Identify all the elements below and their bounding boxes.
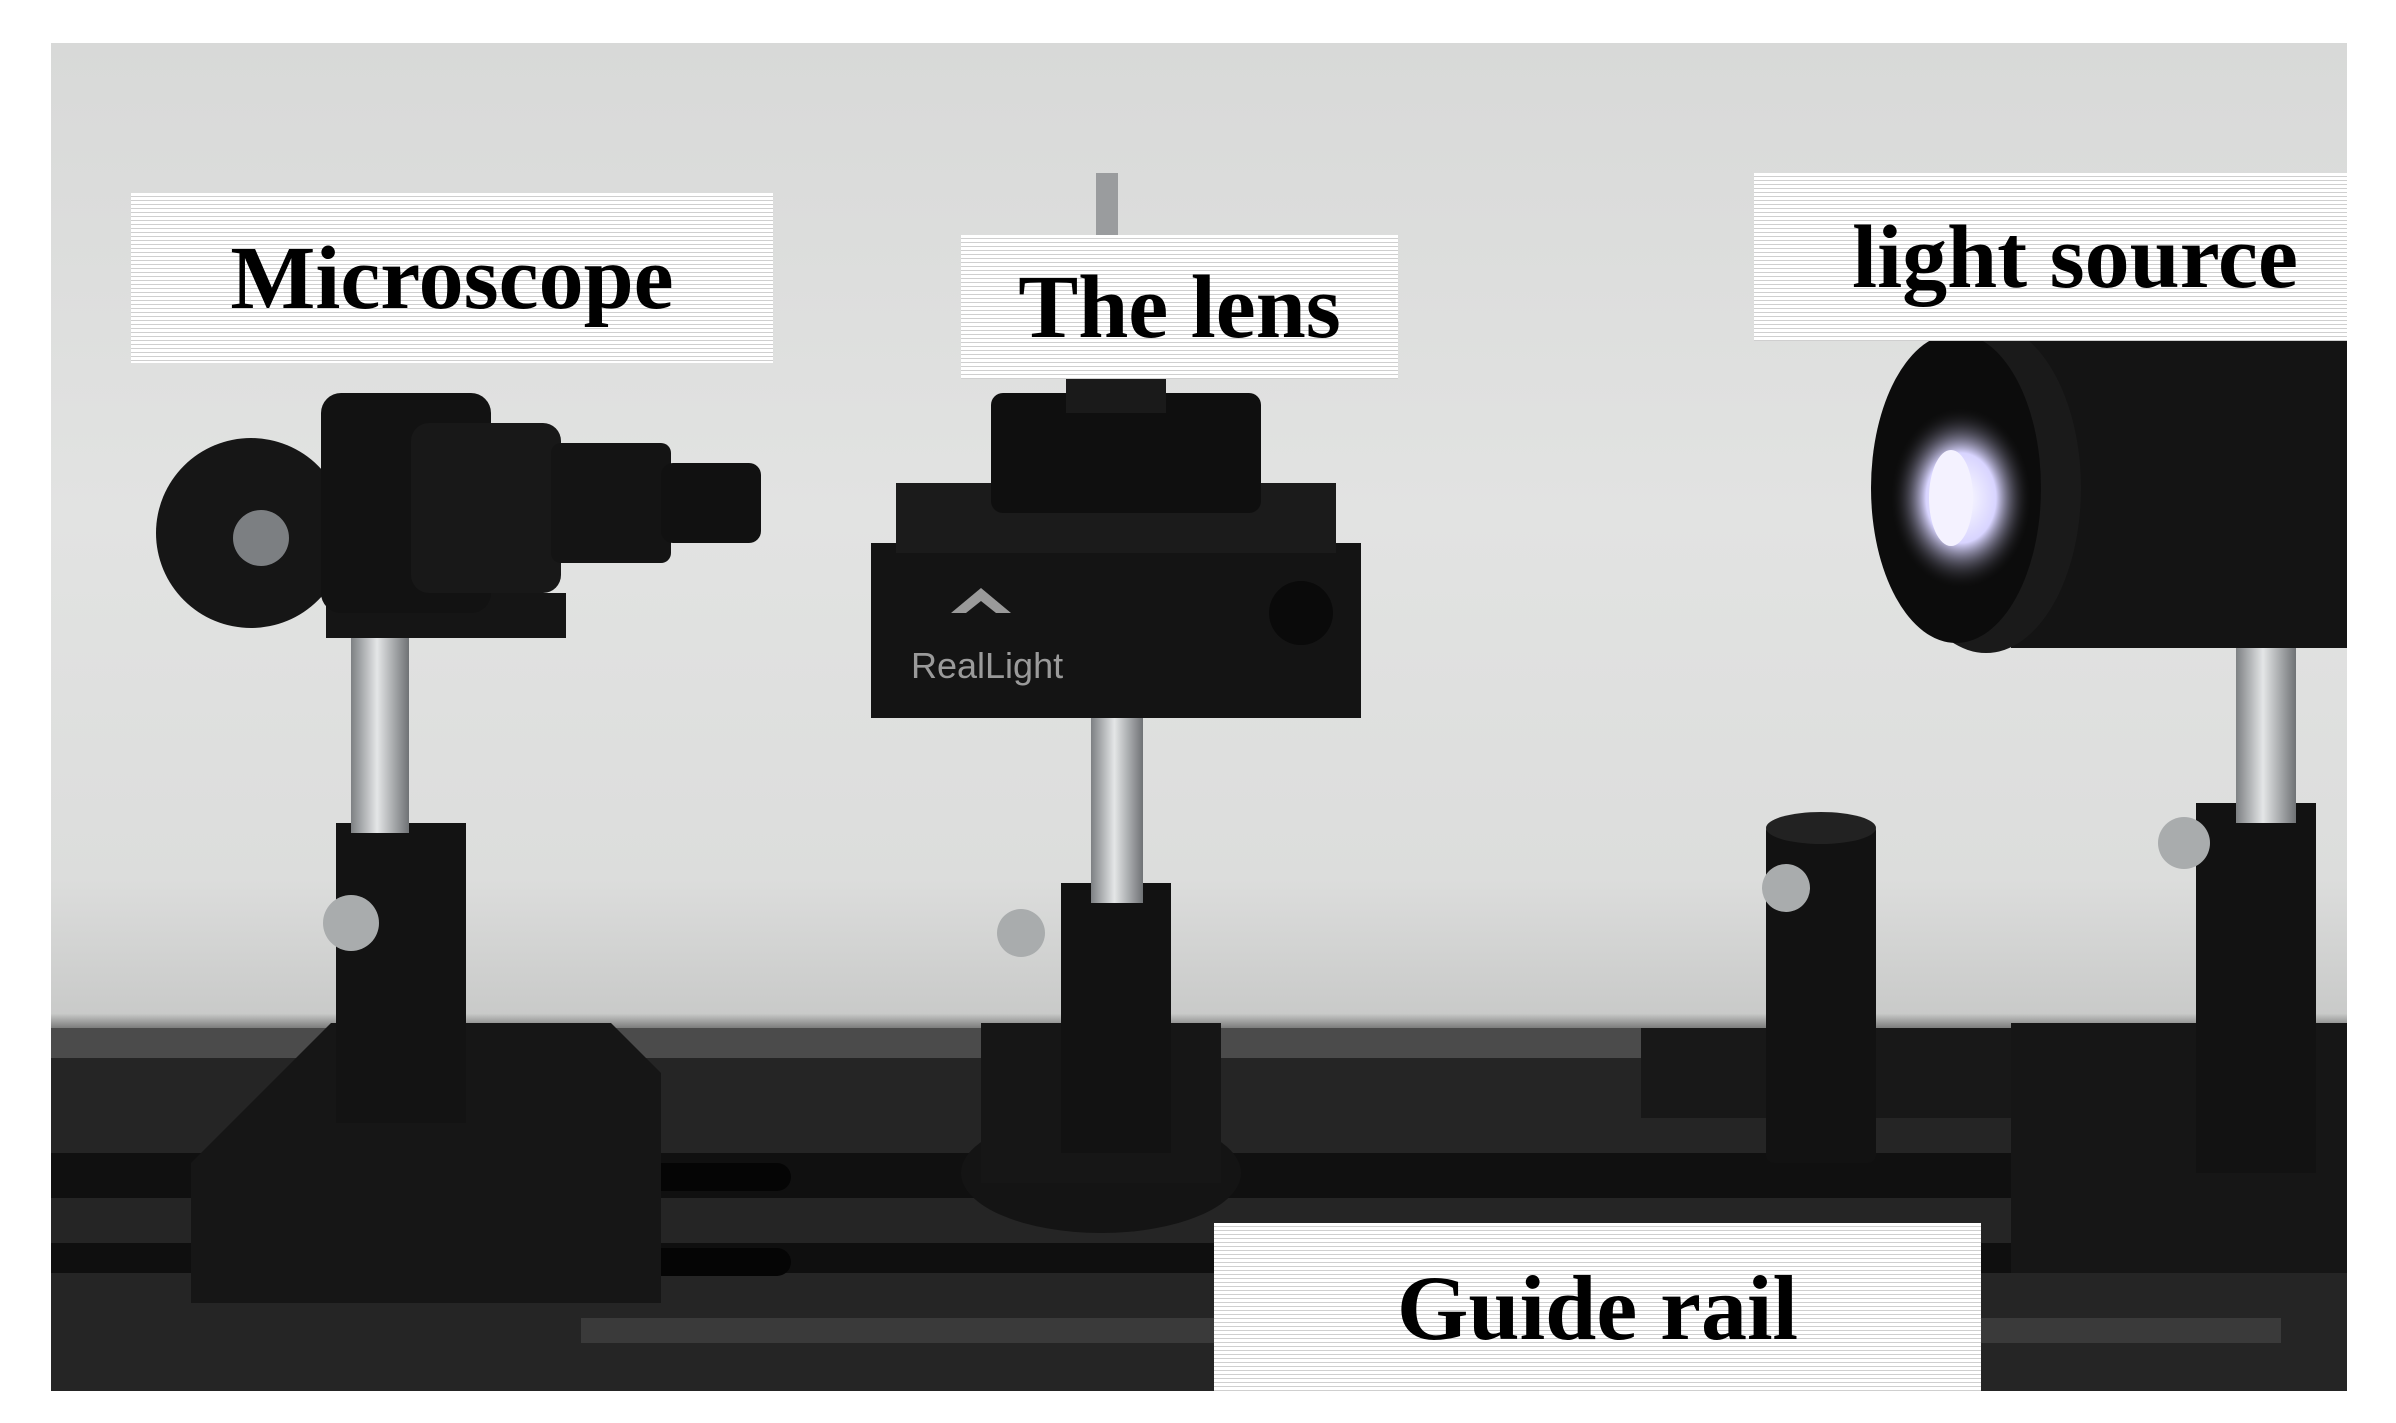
label-guide-rail: Guide rail (1214, 1223, 1981, 1391)
lens-assembly: RealLight (871, 173, 1361, 1233)
label-light-source: light source (1754, 173, 2347, 341)
label-lens: The lens (961, 235, 1398, 379)
label-microscope: Microscope (131, 193, 773, 363)
photograph: RealLight Microscope The lens light sour… (51, 43, 2347, 1391)
brand-text: RealLight (911, 645, 1063, 686)
microscope-assembly (156, 393, 761, 1303)
post-holder (1641, 812, 2021, 1163)
light-source-assembly (1871, 323, 2347, 1273)
